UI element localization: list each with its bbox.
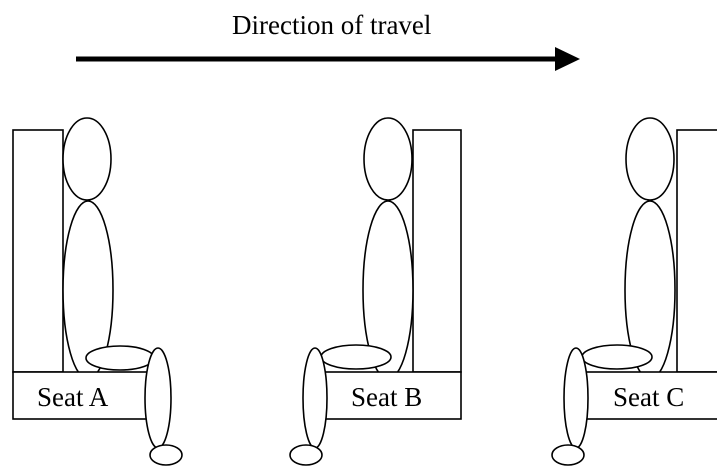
seat-b-passenger-shin bbox=[302, 347, 328, 449]
seat-a-passenger-shin bbox=[144, 347, 172, 449]
seat-c-passenger-thigh bbox=[581, 344, 653, 370]
seat-c-group bbox=[551, 117, 717, 466]
seat-b-passenger-foot bbox=[289, 444, 323, 466]
seat-a-cushion bbox=[12, 371, 162, 420]
seat-c-backrest bbox=[676, 129, 717, 373]
seat-c-cushion bbox=[575, 371, 717, 420]
seat-a-backrest bbox=[12, 129, 64, 373]
seat-a-passenger-thigh bbox=[85, 345, 155, 371]
seat-b-label: Seat B bbox=[351, 382, 423, 412]
seat-a-label: Seat A bbox=[37, 382, 109, 412]
direction-label: Direction of travel bbox=[232, 10, 432, 40]
seat-b-cushion bbox=[312, 371, 462, 420]
arrow-head bbox=[555, 47, 580, 71]
seat-b-passenger-thigh bbox=[320, 344, 392, 370]
seat-a-group bbox=[12, 117, 183, 466]
seat-a-passenger-head bbox=[62, 117, 112, 201]
seat-c-label: Seat C bbox=[613, 382, 685, 412]
seat-b-group bbox=[289, 117, 462, 466]
seat-c-passenger-head bbox=[625, 117, 675, 201]
seat-a-passenger-foot bbox=[149, 444, 183, 466]
seat-b-passenger-head bbox=[363, 117, 413, 201]
seat-c-passenger-foot bbox=[551, 444, 585, 466]
seat-c-passenger-shin bbox=[563, 347, 589, 449]
seat-b-backrest bbox=[412, 129, 462, 373]
direction-arrow bbox=[76, 47, 580, 71]
